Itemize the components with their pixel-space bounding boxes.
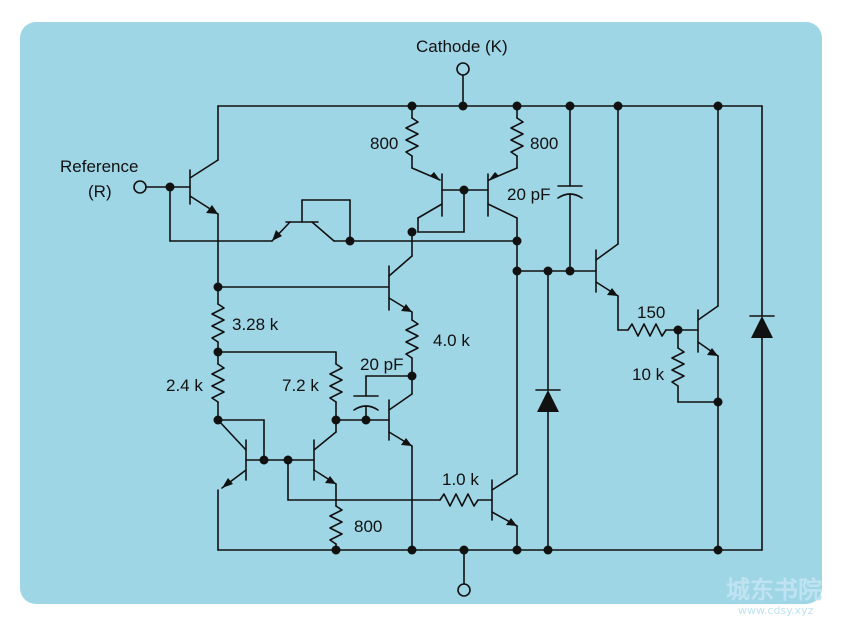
label-1-0k: 1.0 k: [442, 470, 479, 489]
label-10k: 10 k: [632, 365, 665, 384]
capacitor-20pf-mid: [353, 375, 413, 421]
label-3-28k: 3.28 k: [232, 315, 279, 334]
transistor-q10: [595, 105, 629, 331]
resistor-800-bottom: [329, 483, 343, 551]
watermark-url: www.cdsy.xyz: [738, 604, 814, 617]
resistor-800-right: [488, 105, 524, 181]
label-800-bottom: 800: [354, 517, 382, 536]
label-800-left: 800: [370, 134, 398, 153]
resistor-150: [627, 323, 699, 337]
capacitor-20pf-top: [557, 105, 583, 272]
transistor-q5: [388, 231, 413, 313]
label-2-4k: 2.4 k: [166, 376, 203, 395]
resistor-1-0k: [439, 493, 493, 507]
label-4-0k: 4.0 k: [433, 331, 470, 350]
transistor-q8: [313, 419, 337, 485]
resistor-10k: [671, 329, 719, 403]
transistor-q7: [217, 419, 265, 551]
resistor-800-left: [405, 105, 441, 181]
label-800-right: 800: [530, 134, 558, 153]
transistor-q9: [491, 240, 518, 551]
reference-label-line1: Reference: [60, 157, 138, 176]
watermark-text: 城东书院: [726, 576, 822, 604]
anode-terminal: [457, 549, 471, 597]
label-7-2k: 7.2 k: [282, 376, 319, 395]
resistor-3-28k: [211, 286, 225, 353]
label-20pf-top: 20 pF: [507, 185, 550, 204]
cathode-label: Cathode (K): [416, 37, 508, 56]
label-20pf-mid: 20 pF: [360, 355, 403, 374]
transistor-q4: [487, 172, 518, 242]
reference-label-line2: (R): [88, 182, 112, 201]
resistor-2-4k: [211, 351, 225, 421]
clamp-diode: [535, 270, 561, 551]
transistor-q1: [189, 105, 219, 288]
diagram-panel: [20, 22, 822, 604]
transistor-q3: [417, 172, 489, 233]
resistor-4-0k: [405, 311, 419, 377]
transistor-q2: [271, 199, 518, 242]
transistor-q11: [697, 105, 719, 551]
right-diode: [749, 105, 775, 551]
junction-dots: [165, 101, 723, 555]
reference-terminal: [133, 180, 191, 194]
resistor-7-2k: [329, 351, 343, 421]
transistor-q6: [388, 375, 413, 551]
label-150: 150: [637, 303, 665, 322]
cathode-terminal: [456, 62, 470, 107]
